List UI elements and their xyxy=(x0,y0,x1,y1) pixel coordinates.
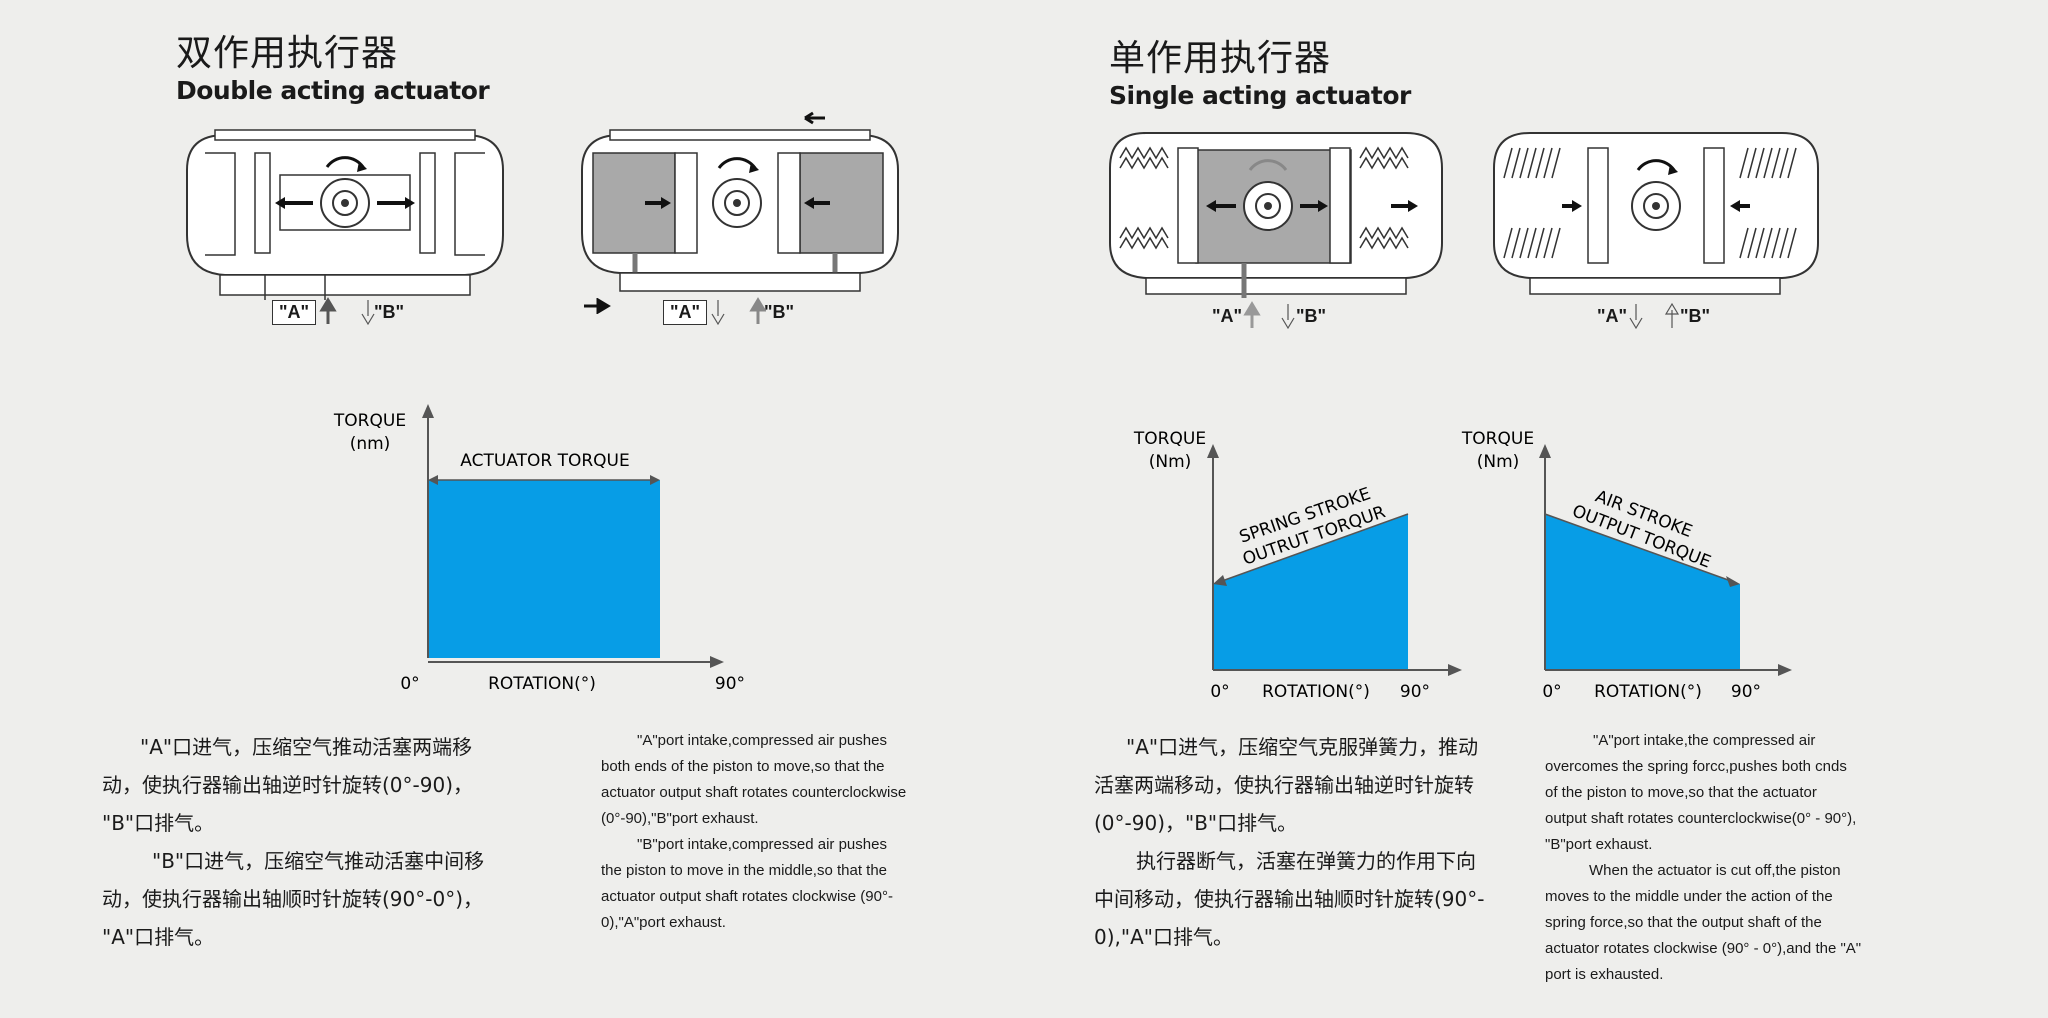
single-fig1-port-a: "A" xyxy=(1212,306,1243,326)
double-desc-en: "A"port intake,compressed air pushes bot… xyxy=(601,728,931,936)
double-fig2-port-b: "B" xyxy=(764,302,795,322)
cn-line: 执行器断气，活塞在弹簧力的作用下向 xyxy=(1136,849,1476,873)
cn-line: 0),"A"口排气。 xyxy=(1094,925,1233,949)
en-line: output shaft rotates counterclockwise(0°… xyxy=(1545,810,1857,827)
cn-line: "B"口排气。 xyxy=(102,811,215,835)
en-line: port is exhausted. xyxy=(1545,966,1664,983)
x-axis-label: ROTATION(°) xyxy=(488,674,596,694)
x-tick-start: 0° xyxy=(1210,682,1229,702)
x-axis-label: ROTATION(°) xyxy=(1594,682,1702,702)
cn-line: 动，使执行器输出轴顺时针旋转(90°-0°)， xyxy=(102,887,483,911)
en-line: actuator output shaft rotates counterclo… xyxy=(601,784,907,801)
en-line: both ends of the piston to move,so that … xyxy=(601,758,885,775)
x-tick-start: 0° xyxy=(1542,682,1561,702)
y-axis-label: TORQUE xyxy=(1461,429,1534,449)
cn-line: 动，使执行器输出轴逆时针旋转(0°-90)， xyxy=(102,773,473,797)
single-fig1-port-arrows xyxy=(1243,301,1295,330)
double-torque-chart: TORQUE (nm) ACTUATOR TORQUE 0° ROTATION(… xyxy=(333,404,745,694)
y-axis-unit: (Nm) xyxy=(1149,452,1192,472)
cn-line: "B"口进气，压缩空气推动活塞中间移 xyxy=(152,849,485,873)
en-line: When the actuator is cut off,the piston xyxy=(1589,862,1841,879)
single-fig2-port-a: "A" xyxy=(1597,306,1628,326)
x-tick-end: 90° xyxy=(1731,682,1761,702)
en-line: "B"port intake,compressed air pushes xyxy=(637,836,887,853)
en-line: (0°-90),"B"port exhaust. xyxy=(601,810,759,827)
double-fig1-port-arrows xyxy=(319,297,375,326)
en-line: the piston to move in the middle,so that… xyxy=(601,862,888,879)
cn-line: (0°-90)，"B"口排气。 xyxy=(1094,811,1298,835)
en-line: "A"port intake,compressed air pushes xyxy=(637,732,887,749)
double-title-en: Double acting actuator xyxy=(176,76,490,105)
x-tick-end: 90° xyxy=(715,674,745,694)
x-tick-end: 90° xyxy=(1400,682,1430,702)
en-line: "B"port exhaust. xyxy=(1545,836,1653,853)
cn-line: "A"口进气，压缩空气推动活塞两端移 xyxy=(140,735,473,759)
single-acting-diagram-open xyxy=(1109,132,1443,298)
single-title-cn: 单作用执行器 xyxy=(1109,38,1332,79)
single-acting-diagram-close xyxy=(1493,132,1819,295)
y-axis-label: TORQUE xyxy=(1133,429,1206,449)
y-axis-unit: (nm) xyxy=(350,434,391,454)
y-axis-label: TORQUE xyxy=(333,411,406,431)
double-fig2-port-a: "A" xyxy=(663,300,708,325)
double-title-cn: 双作用执行器 xyxy=(176,33,399,74)
y-axis-unit: (Nm) xyxy=(1477,452,1520,472)
double-fig1-port-a: "A" xyxy=(272,300,317,325)
double-fig1-port-b: "B" xyxy=(374,302,405,322)
en-line: moves to the middle under the action of … xyxy=(1545,888,1833,905)
single-desc-en: "A"port intake,the compressed air overco… xyxy=(1545,728,1890,988)
torque-area xyxy=(1545,514,1740,670)
single-fig1-port-b: "B" xyxy=(1296,306,1327,326)
en-line: spring force,so that the output shaft of… xyxy=(1545,914,1822,931)
double-desc-cn: "A"口进气，压缩空气推动活塞两端移 动，使执行器输出轴逆时针旋转(0°-90)… xyxy=(102,728,562,956)
single-fig2-port-arrows xyxy=(1629,302,1680,330)
single-title-en: Single acting actuator xyxy=(1109,81,1411,110)
double-acting-diagram-close xyxy=(581,111,899,292)
spring-stroke-chart: TORQUE (Nm) SPRING STROKE OUTRUT TORQUR … xyxy=(1133,429,1462,702)
single-desc-cn: "A"口进气，压缩空气克服弹簧力，推动 活塞两端移动，使执行器输出轴逆时针旋转 … xyxy=(1094,728,1524,956)
cn-line: 中间移动，使执行器输出轴顺时针旋转(90°- xyxy=(1094,887,1485,911)
series-label: ACTUATOR TORQUE xyxy=(460,451,629,471)
cn-line: 活塞两端移动，使执行器输出轴逆时针旋转 xyxy=(1094,773,1474,797)
en-line: actuator rotates clockwise (90° - 0°),an… xyxy=(1545,940,1862,957)
air-stroke-chart: TORQUE (Nm) AIR STROKE OUTPUT TORQUE 0° … xyxy=(1461,429,1792,702)
x-axis-label: ROTATION(°) xyxy=(1262,682,1370,702)
torque-area xyxy=(428,480,660,658)
torque-area xyxy=(1213,514,1408,670)
en-line: actuator output shaft rotates clockwise … xyxy=(601,888,893,905)
en-line: 0),"A"port exhaust. xyxy=(601,914,726,931)
cn-line: "A"口进气，压缩空气克服弹簧力，推动 xyxy=(1126,735,1479,759)
x-tick-start: 0° xyxy=(400,674,419,694)
en-line: "A"port intake,the compressed air xyxy=(1593,732,1816,749)
single-fig2-port-b: "B" xyxy=(1680,306,1711,326)
en-line: of the piston to move,so that the actuat… xyxy=(1545,784,1817,801)
double-acting-diagram-open xyxy=(186,129,504,300)
en-line: overcomes the spring forcc,pushes both c… xyxy=(1545,758,1847,775)
cn-line: "A"口排气。 xyxy=(102,925,215,949)
double-fig2-inlet-arrow xyxy=(584,298,611,314)
double-fig2-port-arrows xyxy=(711,297,766,326)
